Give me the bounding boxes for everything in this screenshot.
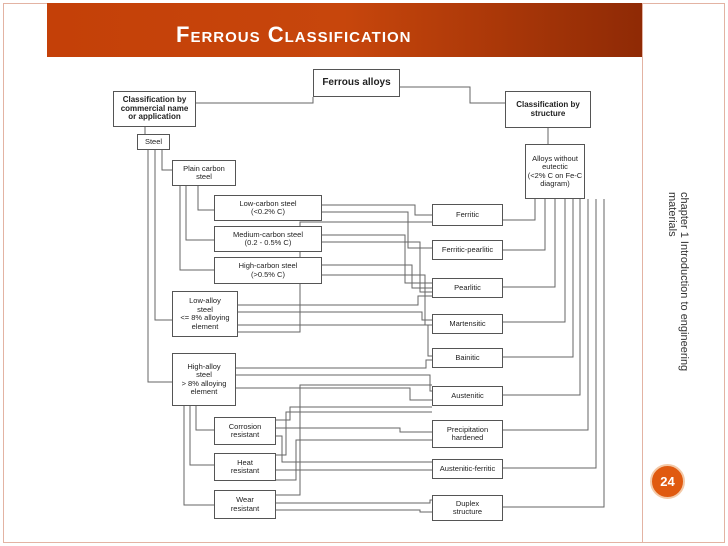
connector <box>276 411 432 456</box>
classification-by-application-box: Classification by commercial name or app… <box>113 91 196 127</box>
ferritic-pearlitic-box: Ferritic-pearlitic <box>432 240 503 260</box>
side-note: chapter 1 Introduction to engineering ma… <box>666 192 690 372</box>
connector <box>236 359 432 369</box>
ferritic-box: Ferritic <box>432 204 503 226</box>
alloys-without-eutectic-box: Alloys without eutectic (<2% C on Fe-C d… <box>525 144 585 199</box>
connector <box>238 324 432 357</box>
connector <box>185 186 214 241</box>
connector <box>195 406 214 431</box>
connector <box>503 199 566 323</box>
heat-resistant-box: Heat resistant <box>214 453 276 481</box>
high-carbon-steel-box: High-carbon steel (>0.5% C) <box>214 257 322 284</box>
connector <box>189 406 214 466</box>
page-number-badge: 24 <box>650 464 685 499</box>
connector <box>196 97 314 104</box>
connector <box>276 435 432 463</box>
connector <box>322 204 432 216</box>
connector <box>503 199 597 469</box>
duplex-structure-box: Duplex structure <box>432 495 503 521</box>
low-alloy-steel-box: Low-alloy steel <= 8% alloying element <box>172 291 238 337</box>
connector <box>238 295 432 306</box>
connector <box>238 311 432 321</box>
slide-divider <box>642 3 643 543</box>
high-alloy-steel-box: High-alloy steel > 8% alloying element <box>172 353 236 406</box>
connector <box>322 241 432 293</box>
connector <box>154 150 172 321</box>
connector <box>276 427 432 433</box>
steel-box: Steel <box>137 134 170 150</box>
precipitation-hardened-box: Precipitation hardened <box>432 420 503 448</box>
bainitic-box: Bainitic <box>432 348 503 368</box>
martensitic-box: Martensitic <box>432 314 503 334</box>
connector <box>236 374 432 392</box>
medium-carbon-steel-box: Medium-carbon steel (0.2 - 0.5% C) <box>214 226 322 252</box>
connector <box>503 199 605 508</box>
connector <box>161 150 172 171</box>
connector <box>322 211 432 249</box>
connector <box>322 264 432 289</box>
connector <box>276 406 432 421</box>
connector <box>147 150 172 383</box>
ferrous-alloys-box: Ferrous alloys <box>313 69 400 97</box>
pearlitic-box: Pearlitic <box>432 278 503 298</box>
wear-resistant-box: Wear resistant <box>214 490 276 519</box>
connector <box>179 186 214 271</box>
connector <box>503 199 556 288</box>
low-carbon-steel-box: Low-carbon steel (<0.2% C) <box>214 195 322 221</box>
connector <box>322 234 432 284</box>
connector <box>503 199 536 221</box>
austenitic-box: Austenitic <box>432 386 503 406</box>
corrosion-resistant-box: Corrosion resistant <box>214 417 276 445</box>
austenitic-ferritic-box: Austenitic-ferritic <box>432 459 503 479</box>
connector <box>503 199 574 358</box>
title-bar <box>47 3 642 57</box>
connector <box>197 186 214 211</box>
connector <box>276 509 432 513</box>
classification-by-structure-box: Classification by structure <box>505 91 591 128</box>
connector <box>276 384 432 496</box>
connector <box>503 199 581 396</box>
slide-title: Ferrous Classification <box>176 22 412 47</box>
connector <box>276 439 432 481</box>
connector <box>400 86 505 104</box>
connector <box>183 406 214 506</box>
plain-carbon-steel-box: Plain carbon steel <box>172 160 236 186</box>
connector <box>276 499 432 504</box>
connector <box>236 387 432 401</box>
connector <box>503 199 546 251</box>
connector <box>503 199 589 431</box>
